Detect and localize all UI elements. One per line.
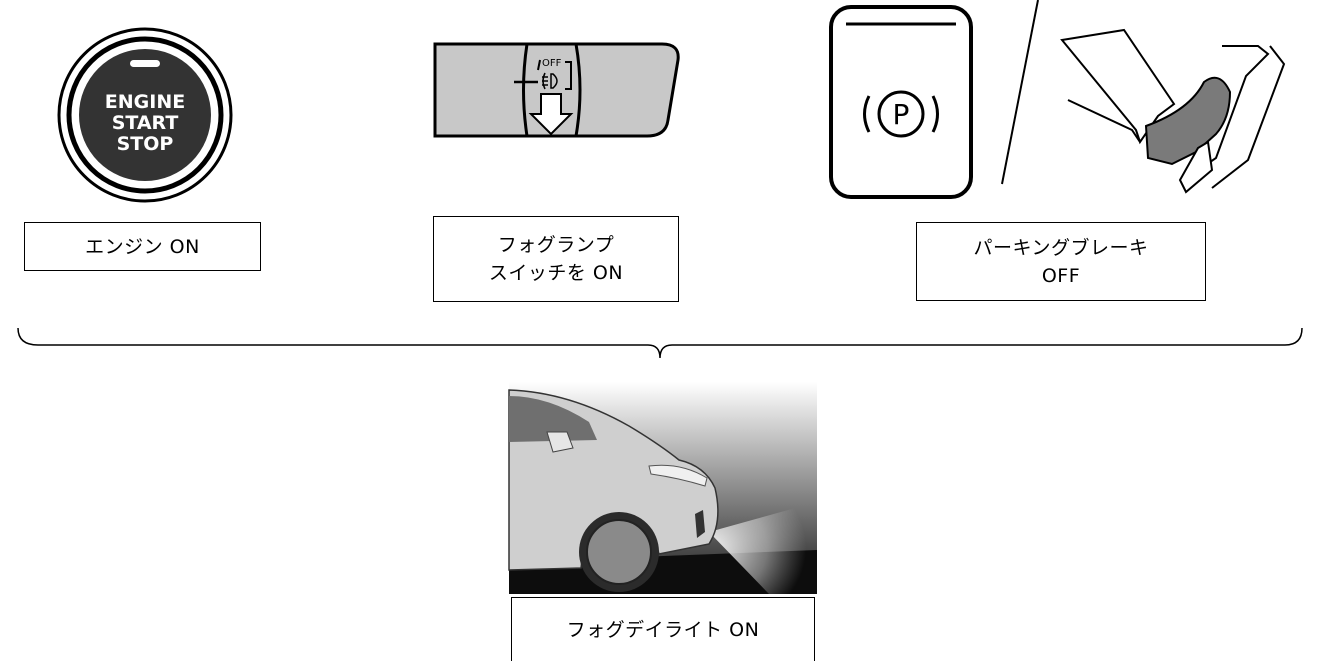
fog-lamp-switch-illustration: OFF <box>433 42 680 138</box>
fog-switch-caption-line1: フォグランプ <box>497 234 615 256</box>
engine-label-line1: ENGINE <box>105 91 185 113</box>
fog-switch-caption: フォグランプ スイッチを ON <box>433 216 679 302</box>
engine-label-line2: START <box>112 112 179 134</box>
engine-on-caption: エンジン ON <box>24 222 261 271</box>
parking-brake-caption-line2: OFF <box>1041 264 1081 287</box>
fog-switch-off-label: OFF <box>542 58 562 69</box>
fog-daylight-on-caption-text: フォグデイライト ON <box>566 618 760 641</box>
engine-on-caption-text: エンジン ON <box>85 235 200 258</box>
push-down-arrow-icon <box>528 93 574 136</box>
fog-daylight-on-caption: フォグデイライト ON <box>511 597 815 661</box>
parking-brake-caption-line1: パーキングブレーキ <box>973 236 1149 259</box>
separator-slash <box>1001 0 1039 185</box>
grouping-brace <box>17 327 1303 359</box>
parking-brake-symbol: P <box>893 98 910 131</box>
engine-start-stop-button-illustration: ENGINE START STOP <box>57 27 233 203</box>
parking-brake-switch-illustration: P <box>829 5 973 199</box>
fog-lamp-icon <box>542 72 558 90</box>
engine-label-line3: STOP <box>117 133 174 155</box>
foot-releasing-pedal-illustration <box>1060 28 1286 194</box>
car-fog-daylight-photo <box>508 382 817 594</box>
fog-switch-caption-line2: スイッチを ON <box>488 262 624 284</box>
parking-brake-icon <box>877 90 925 138</box>
parking-brake-caption: パーキングブレーキ OFF <box>916 222 1206 301</box>
